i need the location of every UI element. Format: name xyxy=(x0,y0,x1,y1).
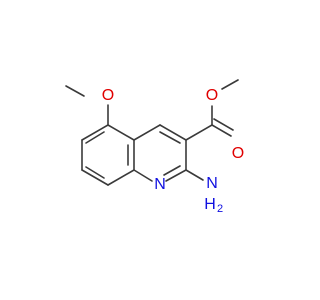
bond-carbonyl-o-double-b xyxy=(213,118,234,131)
bond-n1-c8a xyxy=(133,169,153,182)
bond-c7-c8 xyxy=(81,169,109,186)
atom-nh2-subscript: 2 xyxy=(217,203,223,215)
bond-group xyxy=(65,79,239,186)
atom-labels: O O O N N H 2 xyxy=(102,87,244,215)
atom-o-ester-double: O xyxy=(232,145,244,162)
bond-c3-carbonyl xyxy=(185,124,213,141)
bond-c4-c3 xyxy=(159,124,187,141)
bond-c4a-c4 xyxy=(133,124,161,141)
atom-n-ring: N xyxy=(154,176,166,193)
structure-canvas: O O O N N H 2 xyxy=(65,79,245,215)
atom-nh2-h: H xyxy=(204,196,216,213)
bond-methyl-o xyxy=(65,85,85,97)
bond-c4-c3-inner xyxy=(159,131,181,144)
bond-c7-c8-inner xyxy=(85,166,105,179)
bond-o-methyl xyxy=(221,79,239,90)
atom-nh2-n: N xyxy=(206,175,218,192)
bond-c2-n1-inner xyxy=(163,165,181,176)
bond-c2-n1 xyxy=(165,169,187,182)
atom-o-ester-single: O xyxy=(206,87,218,104)
bond-c4a-c5 xyxy=(107,124,135,141)
bond-c5-c6 xyxy=(81,124,109,141)
molecule-structure: O O O N N H 2 xyxy=(65,79,244,215)
bond-c2-nh2 xyxy=(185,169,204,181)
bond-c8-c8a xyxy=(107,169,135,186)
bond-c5-c6-inner xyxy=(85,131,105,144)
bond-carbonyl-o-double-a xyxy=(211,124,232,137)
atom-o-methoxy: O xyxy=(102,87,114,104)
